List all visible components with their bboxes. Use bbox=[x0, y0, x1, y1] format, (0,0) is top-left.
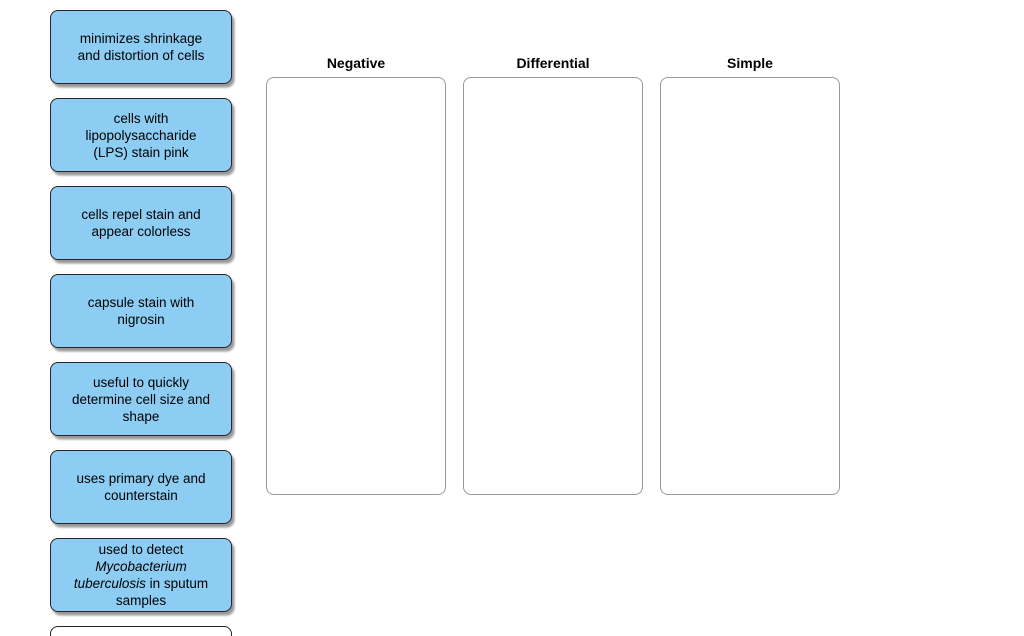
column-header-differential: Differential bbox=[516, 55, 590, 71]
partial-next-card[interactable] bbox=[50, 626, 232, 636]
dropzone-simple[interactable] bbox=[660, 77, 840, 495]
column-header-simple: Simple bbox=[727, 55, 773, 71]
dropzone-differential[interactable] bbox=[463, 77, 643, 495]
column-header-negative: Negative bbox=[326, 55, 386, 71]
dropzone-row: Negative Differential Simple bbox=[266, 56, 840, 495]
dropzone-column-differential: Differential bbox=[463, 56, 643, 495]
dropzone-negative[interactable] bbox=[266, 77, 446, 495]
dropzone-column-negative: Negative bbox=[266, 56, 446, 495]
dropzone-column-simple: Simple bbox=[660, 56, 840, 495]
